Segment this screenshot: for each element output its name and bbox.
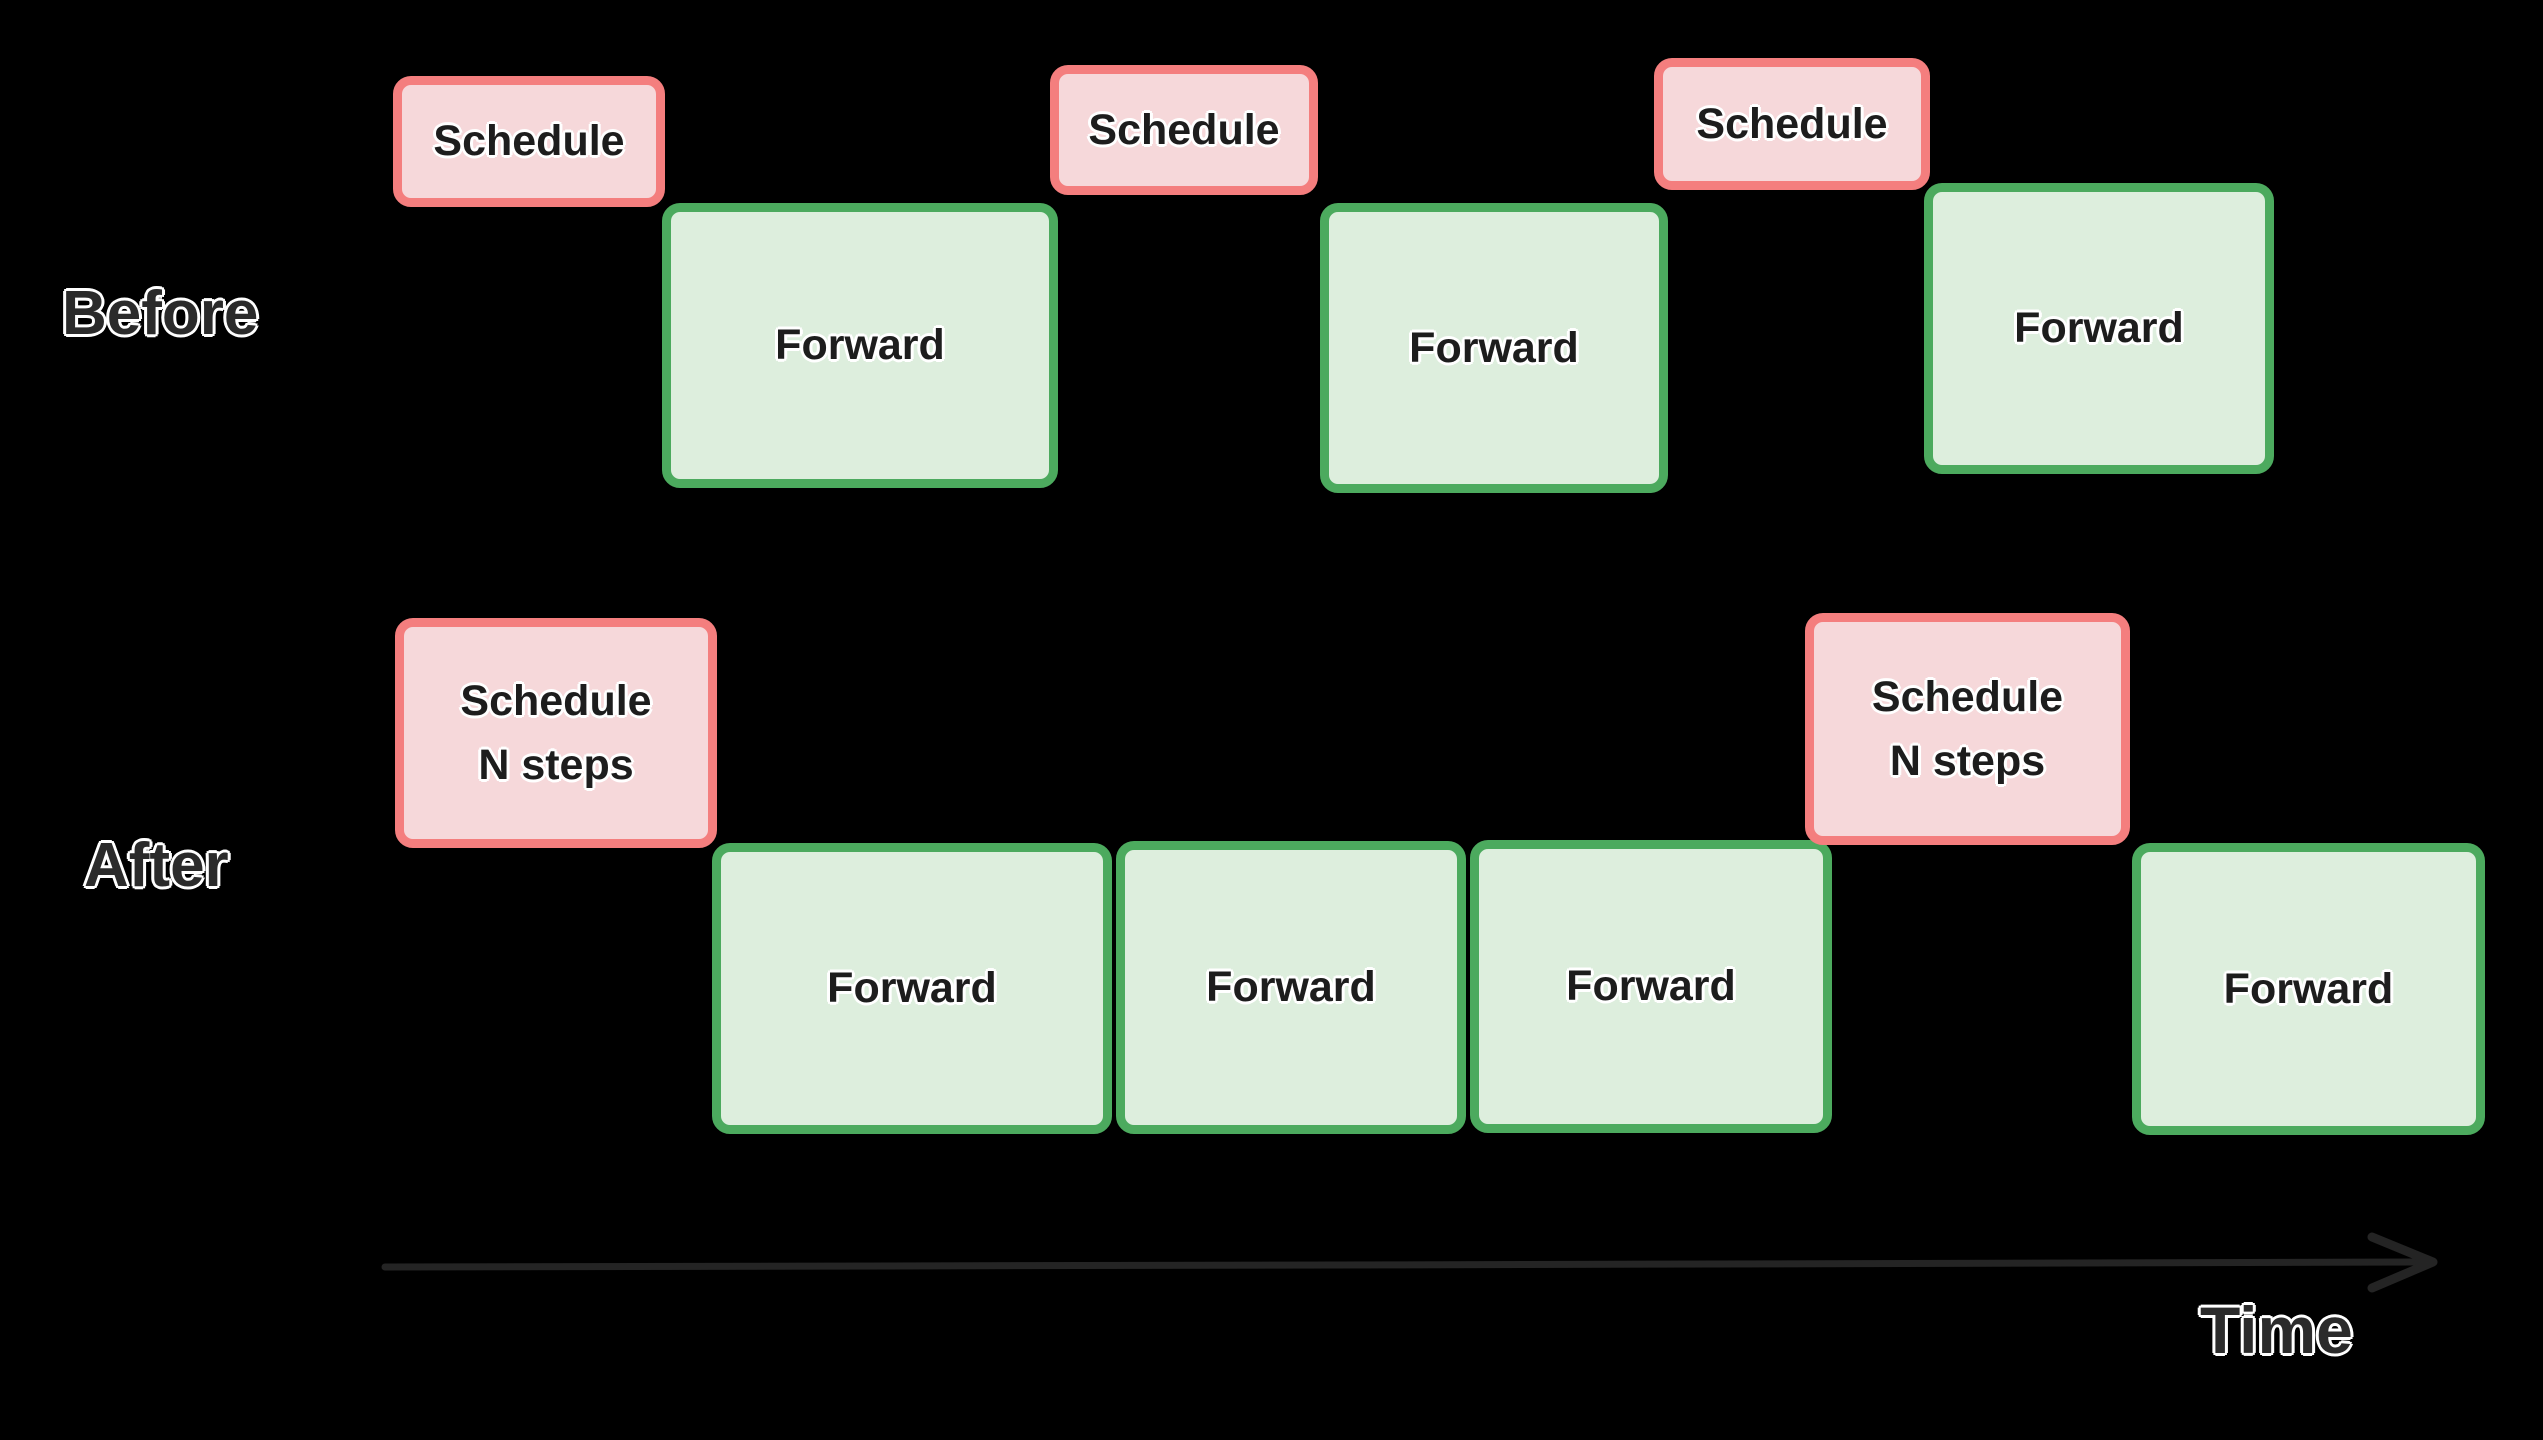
schedule-block: Schedule bbox=[1050, 65, 1318, 195]
block-label: N steps bbox=[478, 741, 634, 789]
block-label: N steps bbox=[1889, 737, 2046, 785]
block-label: Forward bbox=[1566, 962, 1736, 1011]
block-label: Schedule bbox=[460, 676, 652, 725]
forward-block: Forward bbox=[1116, 841, 1466, 1134]
block-label: Forward bbox=[827, 964, 997, 1013]
forward-block: Forward bbox=[1924, 183, 2274, 474]
before-row-label: Before bbox=[62, 279, 259, 348]
forward-block: Forward bbox=[1470, 840, 1832, 1133]
time-axis-label: Time bbox=[2200, 1293, 2353, 1367]
block-label: Forward bbox=[2223, 964, 2394, 1013]
block-label: Schedule bbox=[1871, 672, 2064, 721]
schedule-block: Schedule bbox=[1654, 58, 1930, 190]
schedule-block: Schedule N steps bbox=[395, 618, 717, 848]
schedule-block: Schedule bbox=[393, 76, 665, 207]
block-label: Forward bbox=[2014, 304, 2184, 353]
forward-block: Forward bbox=[712, 843, 1112, 1134]
after-row-label: After bbox=[84, 831, 229, 900]
block-label: Forward bbox=[1206, 963, 1376, 1012]
block-label: Forward bbox=[1409, 323, 1579, 372]
block-label: Schedule bbox=[1088, 105, 1280, 154]
forward-block: Forward bbox=[1320, 203, 1668, 493]
block-label: Forward bbox=[775, 321, 945, 370]
block-label: Schedule bbox=[433, 117, 625, 166]
forward-block: Forward bbox=[2132, 843, 2485, 1135]
forward-block: Forward bbox=[662, 203, 1058, 488]
block-label: Schedule bbox=[1696, 99, 1888, 148]
schedule-block: Schedule N steps bbox=[1805, 613, 2130, 845]
